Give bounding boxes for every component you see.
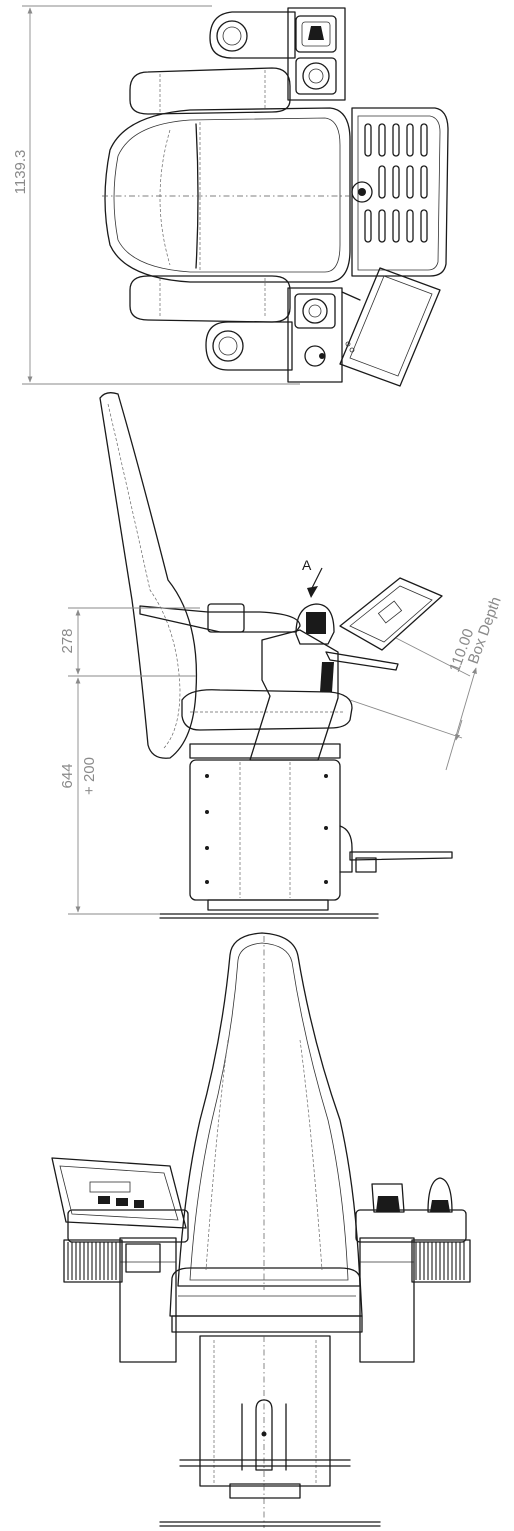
backrest-front [177,932,361,1290]
cup-holder-bottom [205,321,293,371]
seat-height-label: 644 [59,763,76,788]
left-console-front [67,1209,189,1363]
right-heatsink [411,1239,471,1283]
armrest-height-label: 278 [59,628,76,653]
armrest-side [139,603,301,633]
seat-cushion-side [181,689,353,731]
backrest-side [99,392,198,759]
base-side [159,743,379,919]
display-screen-top [339,267,441,387]
control-console-top [287,7,346,101]
base-front [159,1335,381,1528]
cup-holder-top [209,11,296,59]
top-view: 1139.3 [12,5,449,387]
keypad-side [325,577,443,671]
armrest-bottom [129,275,291,323]
view-marker-a: A [302,557,323,598]
overall-length-dimension: 1139.3 [12,5,300,385]
joysticks-front [371,1177,453,1213]
keypad-slots [364,123,428,243]
display-screen-front [51,1157,187,1229]
side-view: A [59,392,505,919]
right-console-front [355,1209,467,1363]
left-heatsink [63,1239,123,1283]
seat-cushion-front [169,1267,363,1333]
footrest-side [339,825,453,873]
keypad-panel-top [351,107,449,277]
control-console-bottom [287,287,343,383]
armrest-height-dimension: 278 [59,607,200,677]
box-depth-dimension: 110.00 Box Depth [349,595,505,771]
console-column-side [249,603,339,761]
seat-height-dimension: 644 + 200 [59,677,160,915]
view-marker-a-label: A [302,557,312,573]
armrest-top [129,67,291,115]
front-view [51,932,471,1528]
seat-height-adjust-label: + 200 [81,757,98,795]
rotary-knob-top [351,181,373,203]
overall-length-label: 1139.3 [12,150,29,195]
seat-top [102,107,351,283]
